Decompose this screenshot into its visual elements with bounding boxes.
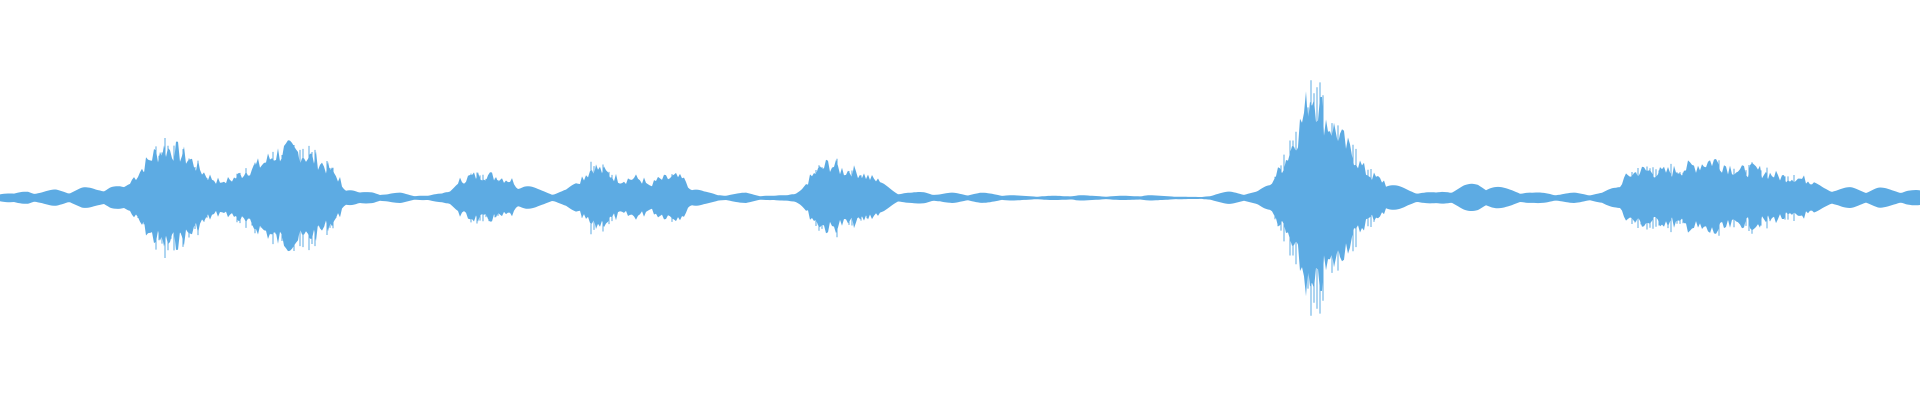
waveform-peaks <box>134 80 1795 316</box>
waveform-shape <box>0 91 1920 297</box>
